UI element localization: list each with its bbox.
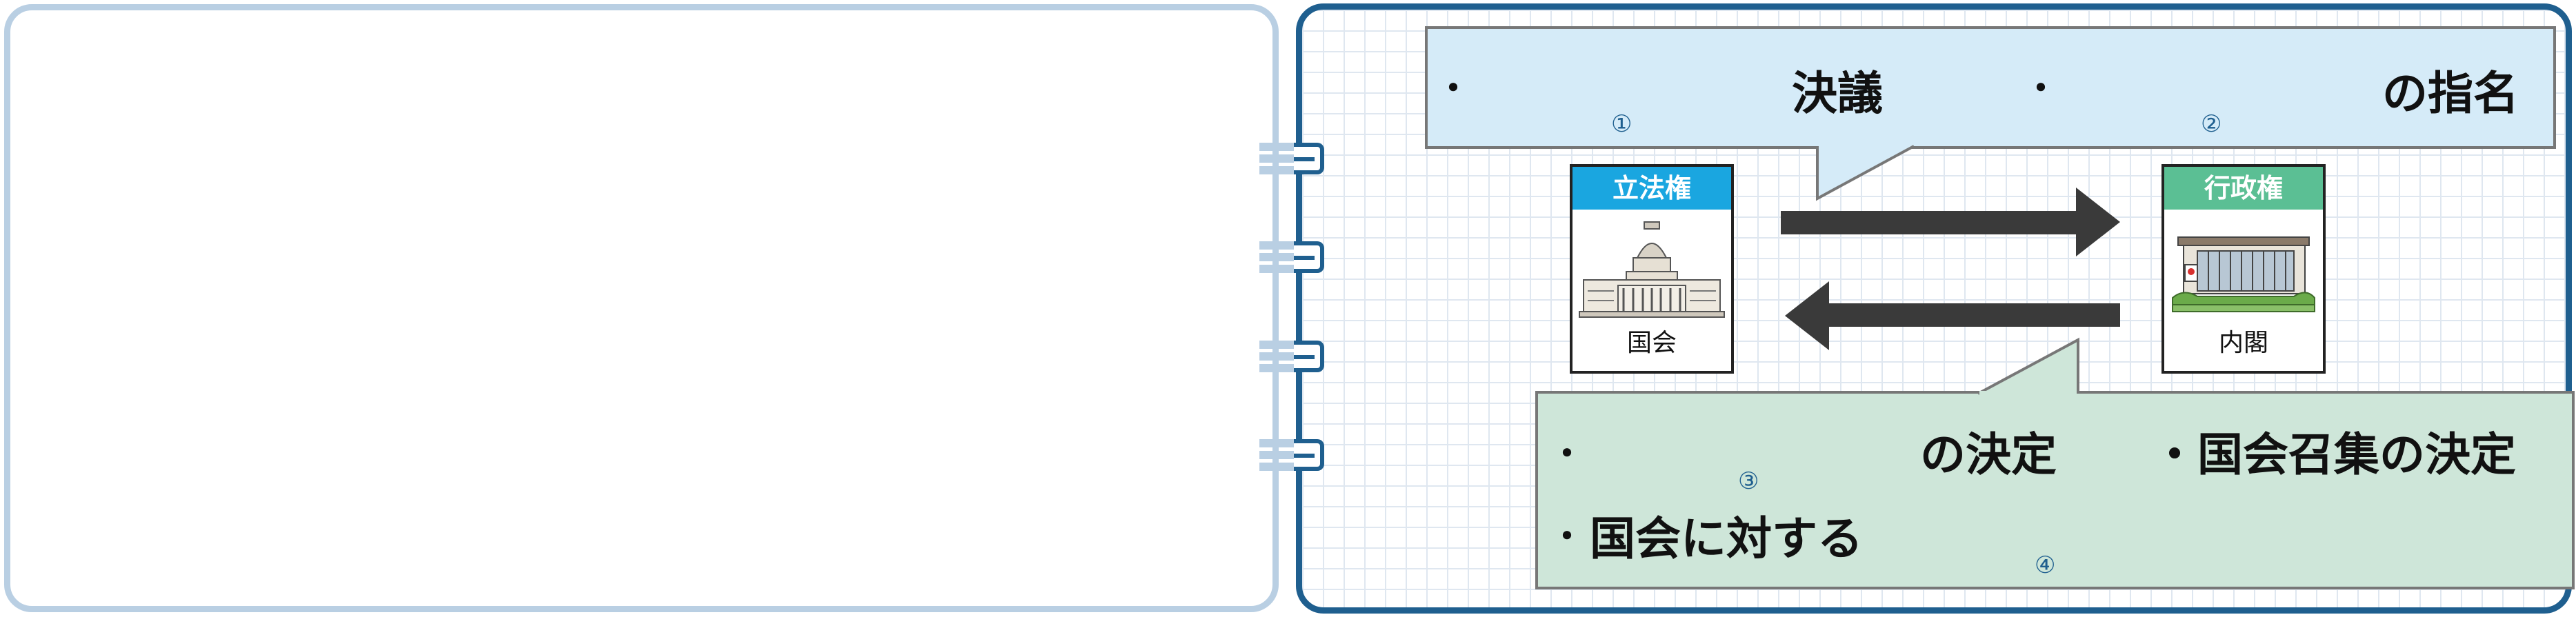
bullet: ・ — [2024, 68, 2058, 108]
legislative-powers-callout — [1425, 26, 2556, 149]
decision-text: の決定 — [1920, 428, 2057, 481]
bullet: ・ — [1436, 68, 1470, 108]
blank-marker-4: ④ — [2035, 552, 2056, 579]
legislative-header: 立法権 — [1572, 167, 1731, 210]
blank-marker-3: ③ — [1738, 467, 1759, 495]
executive-card: 行政権 内閣 — [2161, 164, 2326, 374]
blank-marker-2: ② — [2201, 110, 2222, 138]
blank-marker-1: ① — [1611, 110, 1633, 138]
executive-label: 内閣 — [2218, 329, 2268, 357]
diet-convocation-text: ・国会召集の決定 — [2152, 428, 2516, 481]
legislative-card: 立法権 国会 — [1570, 164, 1734, 374]
nomination-text: の指名 — [2382, 67, 2519, 120]
executive-header: 行政権 — [2164, 167, 2323, 210]
resolution-text: 決議 — [1792, 67, 1883, 120]
toward-diet-text: 国会に対する — [1590, 512, 1863, 565]
left-notebook-page — [4, 4, 1279, 612]
cabinet-building-icon — [2172, 236, 2315, 312]
bullet: ・ — [1550, 434, 1584, 474]
bullet: ・ — [1550, 516, 1584, 556]
legislative-label: 国会 — [1626, 329, 1677, 357]
executive-powers-callout — [1535, 391, 2575, 589]
diet-building-icon — [1579, 221, 1725, 318]
